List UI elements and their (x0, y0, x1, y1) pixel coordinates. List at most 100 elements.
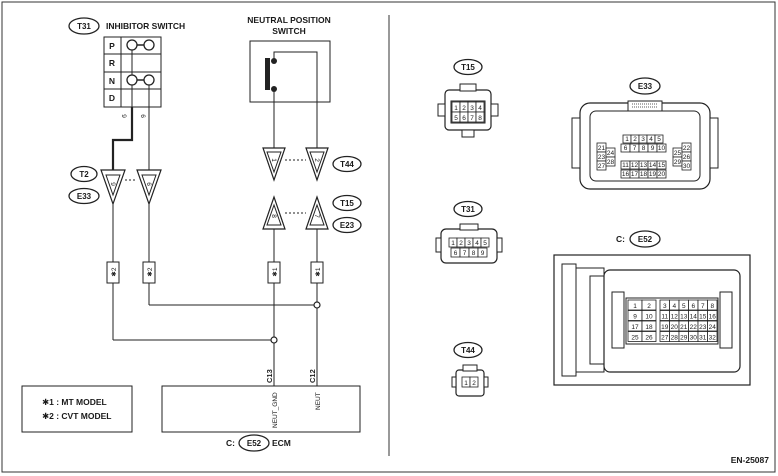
pin-number: 15 (699, 314, 707, 321)
pin-8: 8 (270, 214, 277, 218)
pin-number: 10 (645, 314, 653, 321)
e33-lock (627, 100, 663, 112)
pin-number: 1 (625, 136, 629, 143)
connector-label-t44: T44 (340, 160, 354, 169)
pin-cell (480, 237, 490, 248)
t44-latch (451, 376, 457, 388)
connector-label-e23: E23 (340, 221, 355, 230)
connector-tag-e52 (238, 434, 270, 452)
connector-terminal-inner (141, 174, 157, 197)
ecm-signal-neut-gnd: NEUT_GND (272, 392, 279, 428)
pin-cell (656, 143, 667, 153)
pin-number: 26 (683, 154, 691, 161)
pin-cell (641, 310, 657, 321)
connector-tag-e33 (68, 187, 100, 205)
pin-number: 29 (674, 159, 682, 166)
pin-number: 18 (640, 171, 648, 178)
ecm-c-prefix: C: (226, 438, 235, 448)
pin-number: 24 (607, 150, 615, 157)
connector-t15-e23: 8 7 T15 E23 (262, 194, 362, 234)
pin-cell (477, 247, 488, 258)
pin-cell (475, 111, 485, 123)
position-p: P (109, 41, 115, 51)
pin-number: 12 (671, 314, 679, 321)
pin-number: 6 (624, 145, 628, 152)
pin-number: 7 (701, 303, 705, 310)
pin-9: 9 (109, 182, 116, 186)
pin-number: 28 (671, 335, 679, 342)
document-code: EN-25087 (731, 455, 770, 465)
internal-wire (273, 51, 318, 102)
pin-number: 22 (683, 145, 691, 152)
mt-mark: ✱1 (315, 267, 322, 276)
ecm-box (161, 385, 361, 433)
pin-cell (641, 299, 657, 311)
mt-mark-box (310, 261, 324, 284)
pin-number: 30 (690, 335, 698, 342)
e52-c-prefix: C: (616, 234, 625, 244)
inhibitor-pin-right: 6 (139, 114, 146, 118)
pin-number: 11 (661, 314, 668, 321)
legend-mt: ✱1 : MT MODEL (42, 397, 107, 407)
pin-number: 6 (454, 250, 458, 257)
pin-number: 12 (631, 162, 639, 169)
pin-cell (654, 134, 664, 144)
t15-latch (490, 103, 499, 117)
pin-number: 24 (709, 324, 717, 331)
connector-view-label-t44: T44 (461, 346, 475, 355)
pin-number: 2 (462, 105, 466, 112)
mt-mark-box (267, 261, 281, 284)
pin-number: 17 (631, 324, 639, 331)
pin-number: 1 (454, 105, 458, 112)
pin-number: 4 (649, 136, 653, 143)
wire-junction (270, 336, 278, 344)
connector-view-label-t31: T31 (461, 205, 475, 214)
pin-cell (641, 331, 657, 342)
e52-bracket (575, 267, 605, 373)
pin-number: 25 (674, 150, 682, 157)
connector-tag-t31 (68, 17, 100, 35)
neutral-switch-body (249, 40, 331, 103)
e52-side-rail (561, 263, 577, 377)
pin-number: 1 (633, 303, 637, 310)
switch-contact (143, 74, 155, 86)
connector-label-e33: E33 (77, 192, 92, 201)
t15-lock (459, 83, 477, 92)
pin-number: 23 (598, 154, 606, 161)
pin-number: 11 (622, 162, 629, 169)
pin-cell (681, 160, 692, 171)
t31-latch (435, 237, 442, 253)
pin-number: 29 (680, 335, 688, 342)
pin-number: 18 (645, 324, 653, 331)
pin-1: 1 (270, 158, 277, 162)
t15-latch (437, 103, 446, 117)
e33-side (709, 117, 719, 169)
pin-number: 3 (663, 303, 667, 310)
pin-number: 7 (463, 250, 467, 257)
pin-number: 27 (661, 335, 669, 342)
pin-cell (641, 320, 657, 332)
connector-tag-t44 (453, 341, 483, 359)
pin-number: 4 (478, 105, 482, 112)
pin-number: 2 (459, 240, 463, 247)
pin-number: 31 (699, 335, 707, 342)
t31-latch (496, 237, 503, 253)
pin-number: 19 (649, 171, 657, 178)
pin-cell (469, 376, 479, 388)
pin-cell (707, 331, 718, 342)
pin-number: 5 (682, 303, 686, 310)
pin-number: 2 (472, 380, 476, 387)
connector-tag-t15 (332, 194, 362, 212)
connector-tag-e23 (332, 216, 362, 234)
pin-cell (656, 160, 667, 170)
wire-junction (313, 301, 321, 309)
pin-number: 3 (470, 105, 474, 112)
pin-number: 14 (649, 162, 657, 169)
